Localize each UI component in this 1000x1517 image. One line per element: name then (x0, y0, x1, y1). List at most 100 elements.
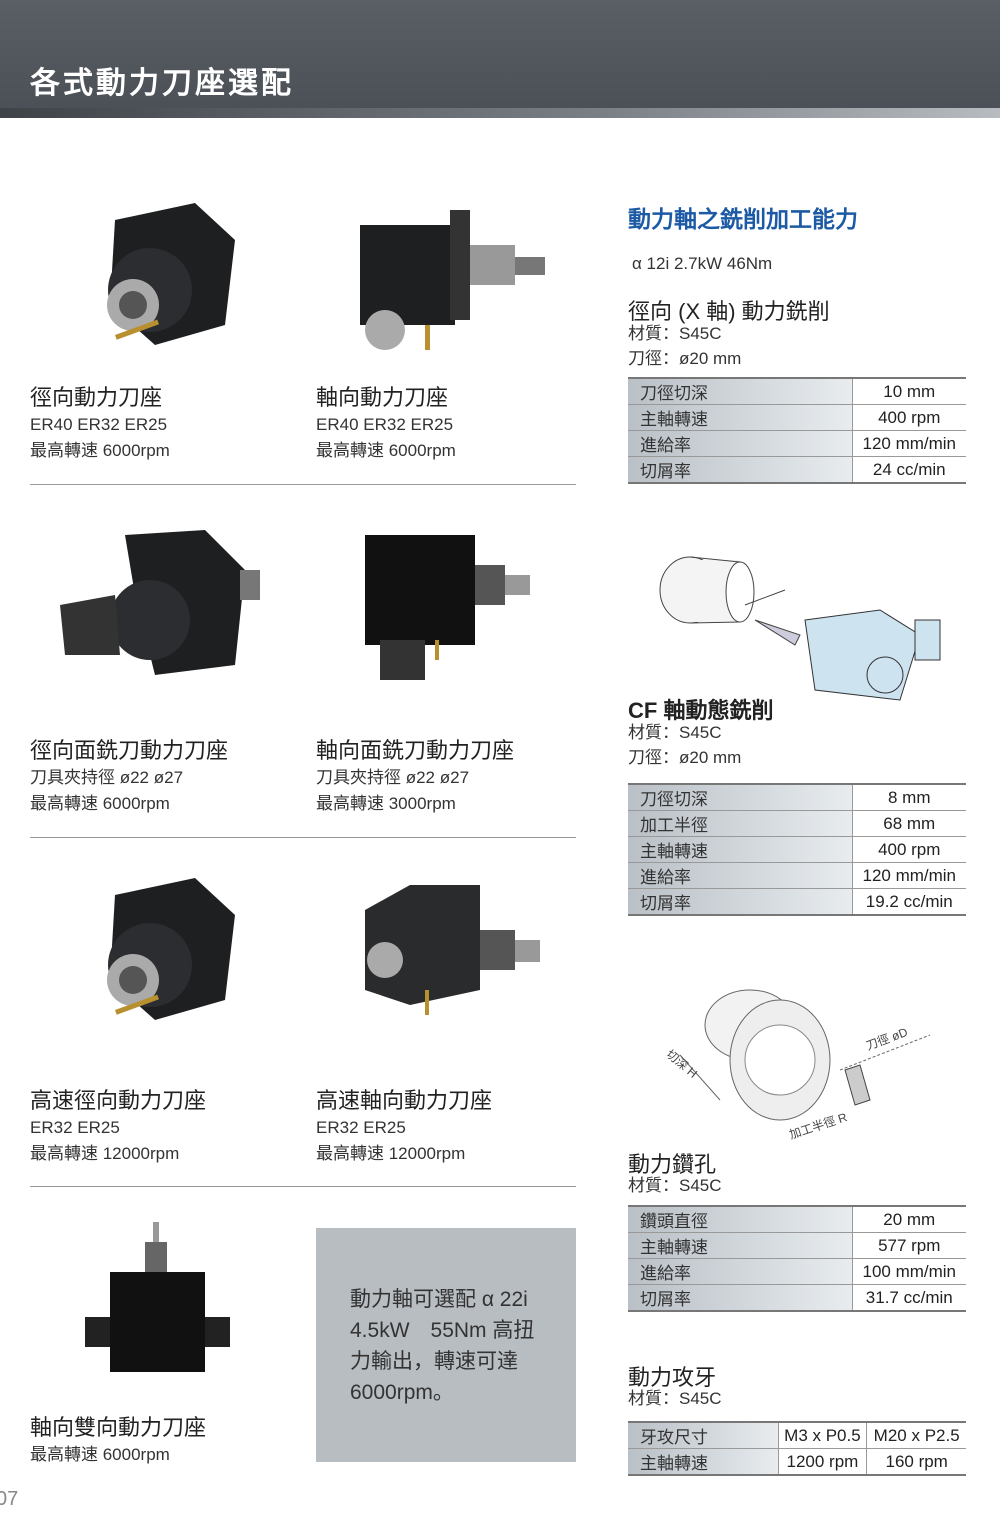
product-spec: 刀具夾持徑 ø22 ø27 (316, 768, 470, 787)
row-label: 加工半徑 (628, 810, 852, 837)
radial-face-mill-holder-image (55, 525, 265, 685)
divider (30, 837, 576, 838)
product-speed: 最高轉速 3000rpm (316, 794, 456, 813)
drilling-diagram: 切深 H 刀徑 øD 加工半徑 R (660, 985, 950, 1145)
spindle-spec: α 12i 2.7kW 46Nm (632, 254, 773, 273)
page-header (0, 0, 1000, 118)
cf-milling-diagram (650, 550, 950, 715)
row-label: 進給率 (628, 430, 852, 457)
row-label: 牙攻尺寸 (628, 1422, 778, 1449)
axial-tool-holder-image (340, 205, 555, 355)
product-spec: ER32 ER25 (30, 1118, 120, 1137)
product-speed: 最高轉速 6000rpm (30, 1445, 170, 1464)
row-label: 進給率 (628, 862, 852, 889)
row-value: 100 mm/min (851, 1258, 966, 1285)
high-speed-radial-holder-image (75, 870, 245, 1035)
row-label: 切屑率 (628, 456, 852, 484)
cutter-dia: 刀徑：ø20 mm (628, 349, 742, 368)
row-value: M3 x P0.5 (777, 1422, 867, 1449)
row-value: 400 rpm (851, 404, 966, 431)
option-note-box: 動力軸可選配 α 22i 4.5kW 55Nm 高扭力輸出，轉速可達 6000r… (316, 1228, 576, 1462)
row-label: 主軸轉速 (628, 1448, 778, 1476)
radial-tool-holder-image (75, 195, 245, 360)
row-value: 400 rpm (851, 836, 966, 863)
product-radial-face-mill: 徑向面銑刀動力刀座 刀具夾持徑 ø22 ø27 最高轉速 6000rpm (30, 733, 228, 817)
row-value: 31.7 cc/min (851, 1284, 966, 1312)
cf-milling-title: CF 軸動態銑削 (628, 698, 774, 723)
row-label: 切屑率 (628, 888, 852, 916)
row-value: M20 x P2.5 (866, 1422, 966, 1449)
row-label: 主軸轉速 (628, 836, 852, 863)
material: 材質：S45C (628, 1389, 722, 1408)
product-radial-holder: 徑向動力刀座 ER40 ER32 ER25 最高轉速 6000rpm (30, 380, 170, 464)
material: 材質：S45C (628, 324, 722, 343)
row-value: 68 mm (851, 810, 966, 837)
product-axial-face-mill: 軸向面銑刀動力刀座 刀具夾持徑 ø22 ø27 最高轉速 3000rpm (316, 733, 514, 817)
material: 材質：S45C (628, 723, 722, 742)
product-speed: 最高轉速 12000rpm (316, 1144, 466, 1163)
cutter-dia: 刀徑：ø20 mm (628, 748, 742, 767)
product-name: 軸向動力刀座 (316, 385, 449, 410)
product-spec: ER32 ER25 (316, 1118, 406, 1137)
product-high-speed-axial: 高速軸向動力刀座 ER32 ER25 最高轉速 12000rpm (316, 1083, 492, 1167)
row-label: 刀徑切深 (628, 378, 852, 405)
row-label: 刀徑切深 (628, 784, 852, 811)
row-value: 8 mm (851, 784, 966, 811)
product-name: 軸向面銑刀動力刀座 (316, 738, 515, 763)
tapping-title: 動力攻牙 (628, 1365, 717, 1390)
product-name: 高速軸向動力刀座 (316, 1088, 493, 1113)
row-label: 切屑率 (628, 1284, 852, 1312)
product-spec: ER40 ER32 ER25 (316, 415, 454, 434)
row-value: 20 mm (851, 1206, 966, 1233)
divider (30, 1186, 576, 1187)
row-value: 160 rpm (866, 1448, 966, 1476)
page-number: 07 (0, 1488, 19, 1510)
axial-dual-holder-image (80, 1222, 240, 1382)
product-speed: 最高轉速 6000rpm (30, 794, 170, 813)
row-label: 主軸轉速 (628, 1232, 852, 1259)
section-title: 動力軸之銑削加工能力 (628, 206, 858, 232)
product-axial-dual: 軸向雙向動力刀座 最高轉速 6000rpm (30, 1410, 206, 1468)
drilling-title: 動力鑽孔 (628, 1152, 717, 1177)
row-value: 120 mm/min (851, 862, 966, 889)
product-name: 徑向面銑刀動力刀座 (30, 738, 229, 763)
page-title: 各式動力刀座選配 (30, 67, 294, 100)
product-speed: 最高轉速 12000rpm (30, 1144, 180, 1163)
row-value: 1200 rpm (777, 1448, 867, 1476)
product-name: 徑向動力刀座 (30, 385, 163, 410)
high-speed-axial-holder-image (350, 880, 545, 1025)
row-value: 10 mm (851, 378, 966, 405)
radial-milling-title: 徑向 (X 軸) 動力銑削 (628, 299, 830, 324)
row-value: 120 mm/min (851, 430, 966, 457)
product-high-speed-radial: 高速徑向動力刀座 ER32 ER25 最高轉速 12000rpm (30, 1083, 206, 1167)
axial-face-mill-holder-image (355, 520, 540, 685)
product-speed: 最高轉速 6000rpm (316, 441, 456, 460)
material: 材質：S45C (628, 1176, 722, 1195)
option-note: 動力軸可選配 α 22i 4.5kW 55Nm 高扭力輸出，轉速可達 6000r… (350, 1288, 535, 1404)
divider (30, 484, 576, 485)
row-label: 主軸轉速 (628, 404, 852, 431)
row-label: 鑽頭直徑 (628, 1206, 852, 1233)
product-axial-holder: 軸向動力刀座 ER40 ER32 ER25 最高轉速 6000rpm (316, 380, 456, 464)
product-spec: 刀具夾持徑 ø22 ø27 (30, 768, 184, 787)
product-name: 軸向雙向動力刀座 (30, 1415, 207, 1440)
product-name: 高速徑向動力刀座 (30, 1088, 207, 1113)
product-speed: 最高轉速 6000rpm (30, 441, 170, 460)
